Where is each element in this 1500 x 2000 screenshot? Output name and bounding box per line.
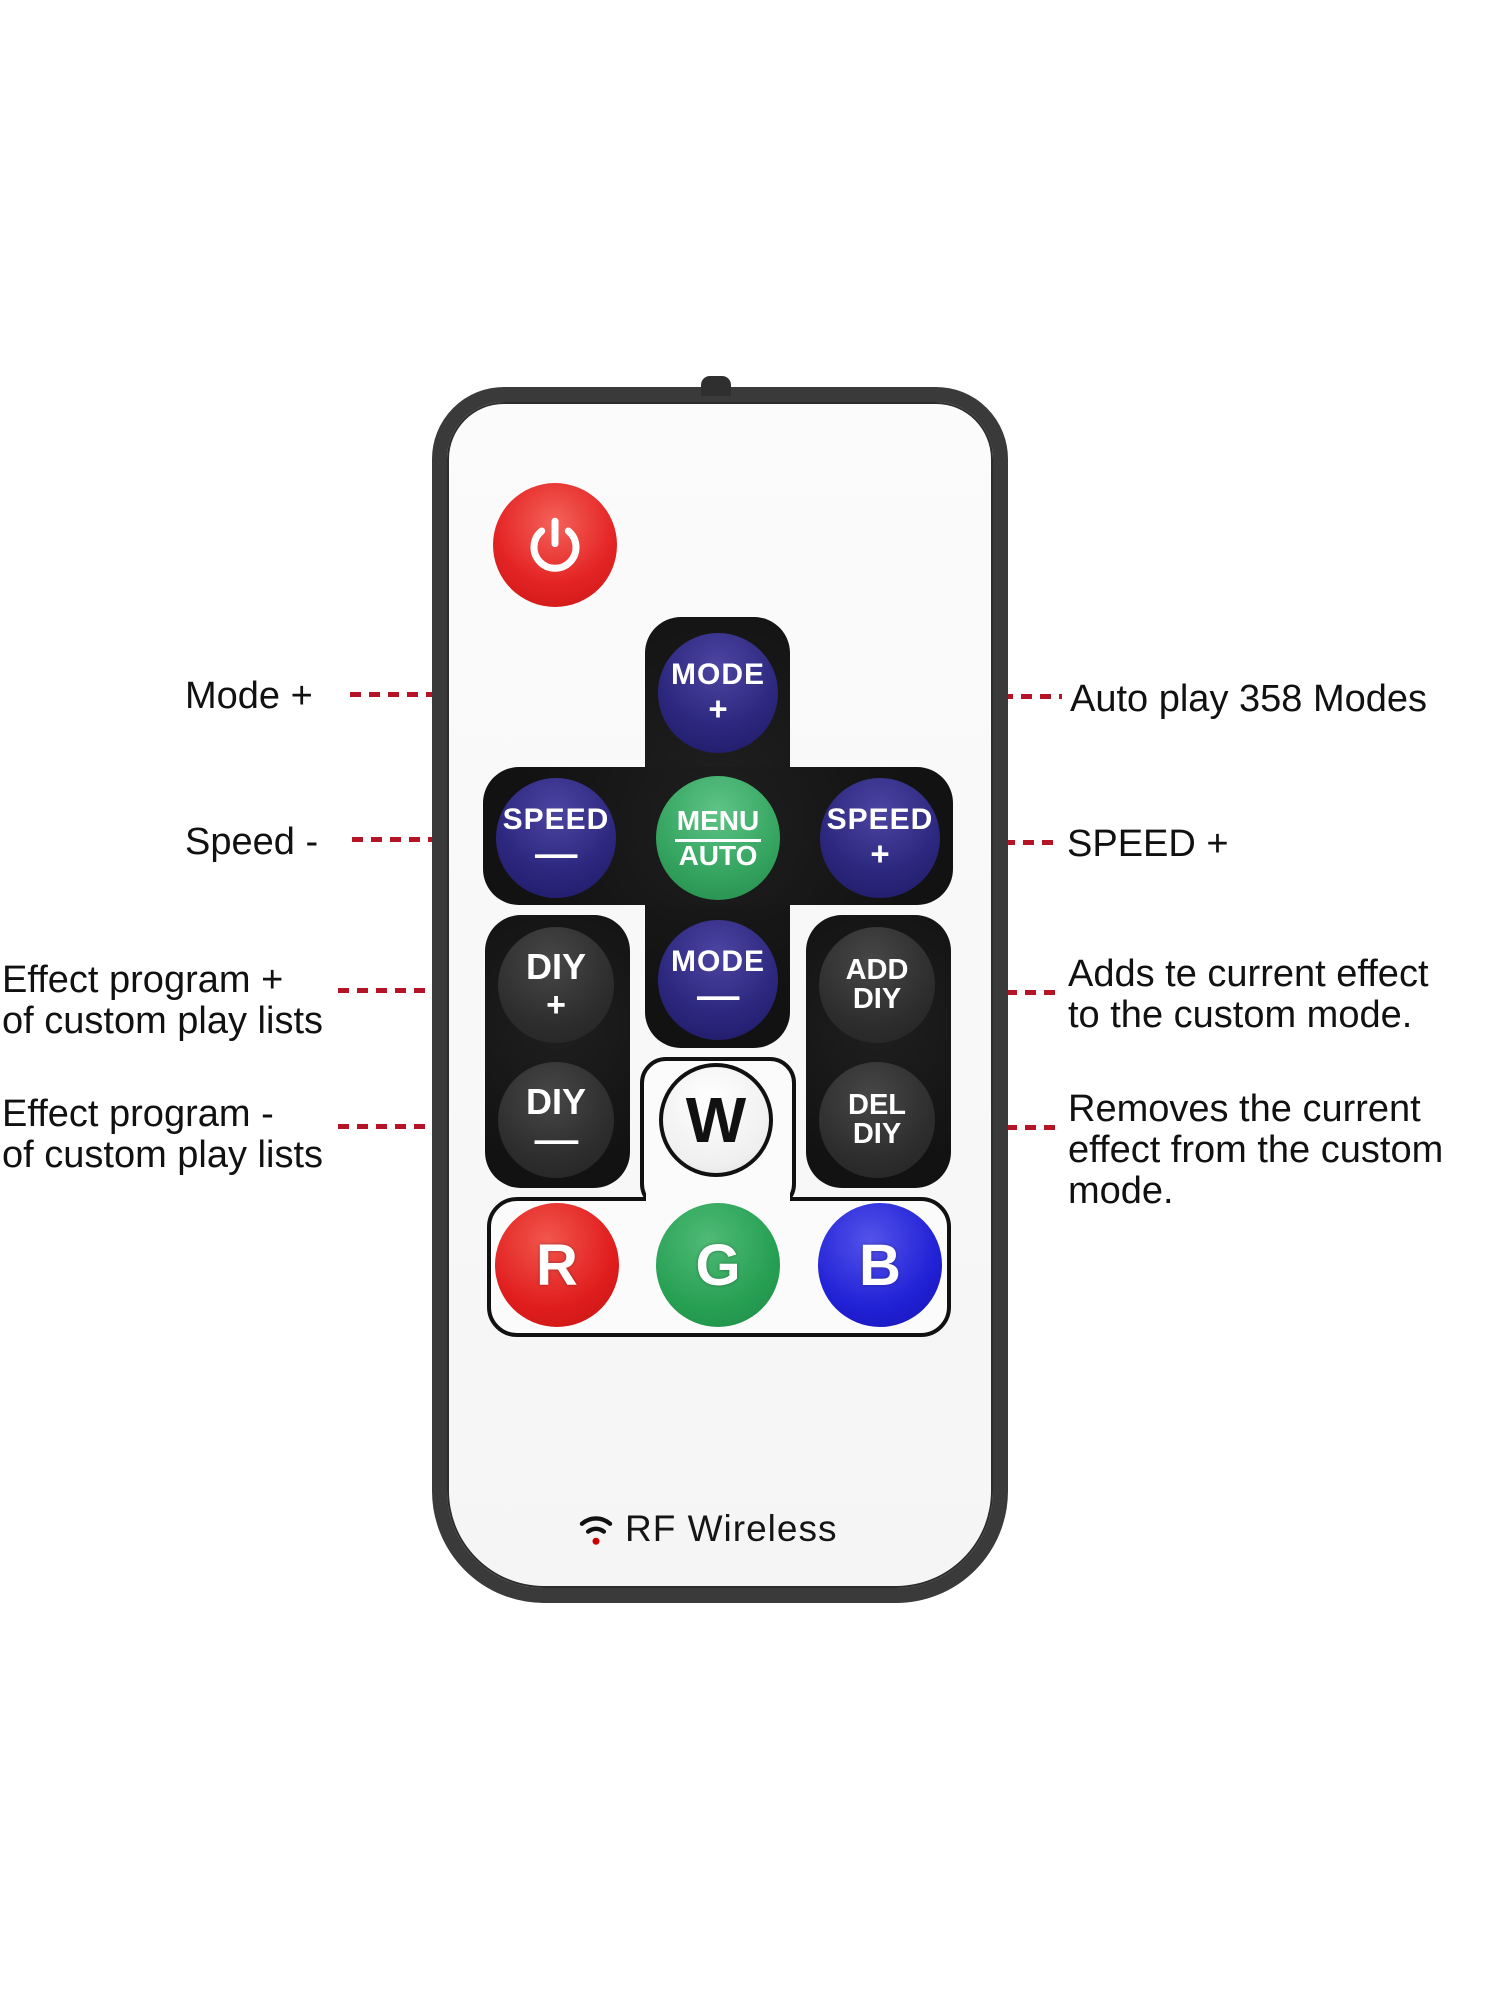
connector-effect-minus bbox=[338, 1124, 512, 1129]
diy-plus-button[interactable]: DIY + bbox=[498, 927, 614, 1043]
annotation-speed-plus: SPEED + bbox=[1067, 823, 1229, 865]
rf-wireless-label: RF Wireless bbox=[625, 1508, 838, 1549]
annotation-effect-minus: Effect program - of custom play lists bbox=[2, 1093, 323, 1176]
power-icon bbox=[530, 517, 580, 572]
rf-wireless-brand: RF Wireless bbox=[575, 1508, 837, 1550]
speed-plus-button[interactable]: SPEED + bbox=[820, 778, 940, 898]
blue-button[interactable]: B bbox=[818, 1203, 942, 1327]
annotation-effect-plus: Effect program + of custom play lists bbox=[2, 959, 323, 1042]
add-diy-button[interactable]: ADD DIY bbox=[819, 927, 935, 1043]
antenna-nub bbox=[701, 376, 731, 396]
green-button[interactable]: G bbox=[656, 1203, 780, 1327]
red-button[interactable]: R bbox=[495, 1203, 619, 1327]
annotation-speed-minus: Speed - bbox=[185, 821, 319, 863]
annotation-auto-play: Auto play 358 Modes bbox=[1070, 678, 1428, 720]
power-button[interactable] bbox=[493, 483, 617, 607]
mode-plus-button[interactable]: MODE + bbox=[658, 633, 778, 753]
connector-speed-minus bbox=[352, 837, 502, 842]
diy-minus-button[interactable]: DIY – bbox=[498, 1062, 614, 1178]
mode-minus-button[interactable]: MODE – bbox=[658, 920, 778, 1040]
remote-body: MODE + SPEED – MENU AUTO SPEED + MODE – … bbox=[432, 376, 1008, 1603]
del-diy-button[interactable]: DEL DIY bbox=[819, 1062, 935, 1178]
annotation-mode-plus: Mode + bbox=[185, 675, 313, 717]
annotation-add-diy: Adds te current effect to the custom mod… bbox=[1068, 953, 1429, 1036]
annotation-del-diy: Removes the current effect from the cust… bbox=[1068, 1088, 1444, 1212]
menu-auto-button[interactable]: MENU AUTO bbox=[656, 776, 780, 900]
speed-minus-button[interactable]: SPEED – bbox=[496, 778, 616, 898]
white-button[interactable]: W bbox=[659, 1063, 773, 1177]
wifi-icon bbox=[579, 1516, 613, 1545]
connector-effect-plus bbox=[338, 988, 505, 993]
